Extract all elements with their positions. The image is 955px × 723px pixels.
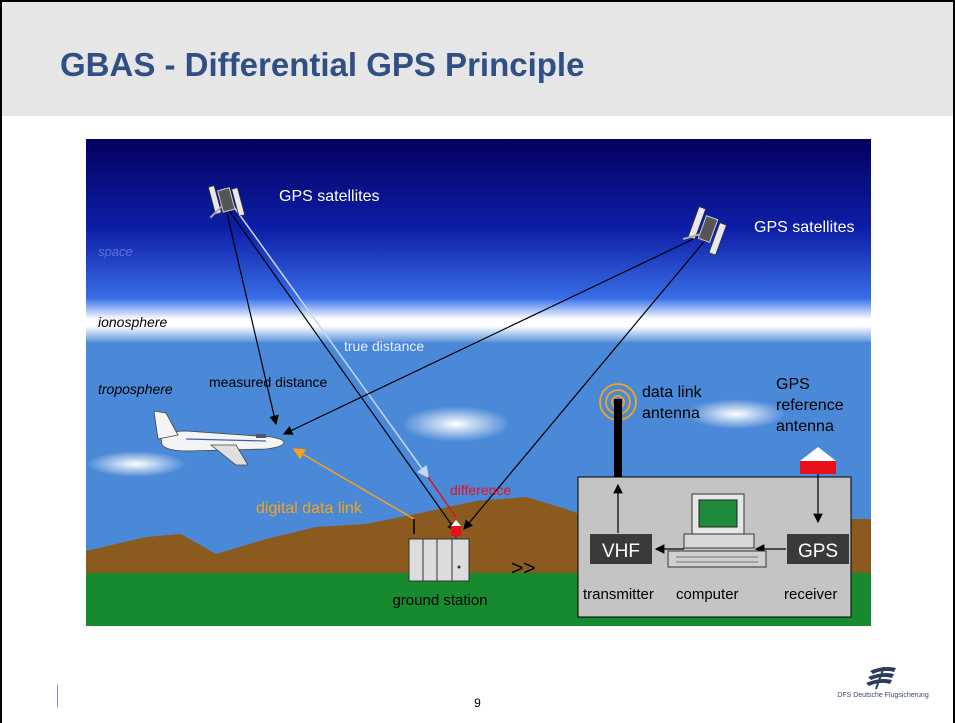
label-gps-reference: reference	[776, 397, 844, 414]
label-satellite-right: GPS satellites	[754, 219, 854, 236]
difference-line	[427, 476, 457, 518]
true-distance-line	[233, 206, 429, 479]
digital-data-link	[292, 448, 415, 520]
label-receiver: receiver	[784, 586, 837, 603]
frame-left	[0, 0, 2, 723]
label-gps-reference: GPS	[776, 376, 810, 393]
signal-line	[225, 208, 279, 426]
cloud	[86, 451, 186, 477]
label-space: space	[98, 244, 133, 259]
page-number: 9	[474, 696, 481, 710]
label-measured-distance: measured distance	[209, 374, 328, 390]
label-transmitter: transmitter	[583, 586, 654, 603]
gps-reference-antenna-icon	[800, 447, 836, 524]
gbas-diagram: GPS satellites GPS satellites space iono…	[86, 139, 871, 626]
label-troposphere: troposphere	[98, 381, 173, 397]
label-digital-data-link: digital data link	[256, 500, 363, 517]
cloud	[686, 399, 786, 429]
data-link-antenna-icon	[599, 383, 637, 477]
label-gps-reference: antenna	[776, 418, 834, 435]
computer-icon	[667, 493, 767, 568]
signal-line	[463, 236, 709, 530]
label-ground-station: ground station	[392, 592, 487, 609]
label-true-distance: true distance	[344, 338, 424, 354]
vhf-box	[590, 534, 652, 564]
label-data-link-antenna: antenna	[642, 405, 700, 422]
logo-text: DFS Deutsche Flugsicherung	[837, 692, 929, 699]
satellite-icon	[207, 185, 246, 219]
gps-receiver-box	[787, 534, 849, 564]
label-difference: difference	[450, 482, 511, 498]
frame-top	[0, 0, 955, 2]
slide-header: GBAS - Differential GPS Principle	[2, 2, 953, 116]
label-computer: computer	[676, 586, 739, 603]
airplane-icon	[153, 410, 285, 466]
frame-right	[953, 0, 955, 723]
label-arrows: >>	[511, 557, 536, 580]
footer-divider	[57, 685, 58, 707]
label-gps-box: GPS	[798, 541, 838, 562]
ground-station-icon	[408, 520, 470, 582]
ionosphere-layer	[86, 299, 871, 344]
label-data-link-antenna: data link	[642, 384, 703, 401]
slide-title: GBAS - Differential GPS Principle	[60, 46, 585, 83]
label-ionosphere: ionosphere	[98, 314, 167, 330]
satellite-icon	[682, 206, 727, 256]
label-satellite-left: GPS satellites	[279, 188, 379, 205]
label-vhf: VHF	[602, 541, 640, 562]
dfs-logo-icon	[866, 666, 896, 690]
dfs-logo: DFS Deutsche Flugsicherung	[828, 665, 938, 710]
signal-line	[282, 233, 705, 435]
cloud	[401, 406, 511, 442]
space-layer	[86, 139, 871, 304]
